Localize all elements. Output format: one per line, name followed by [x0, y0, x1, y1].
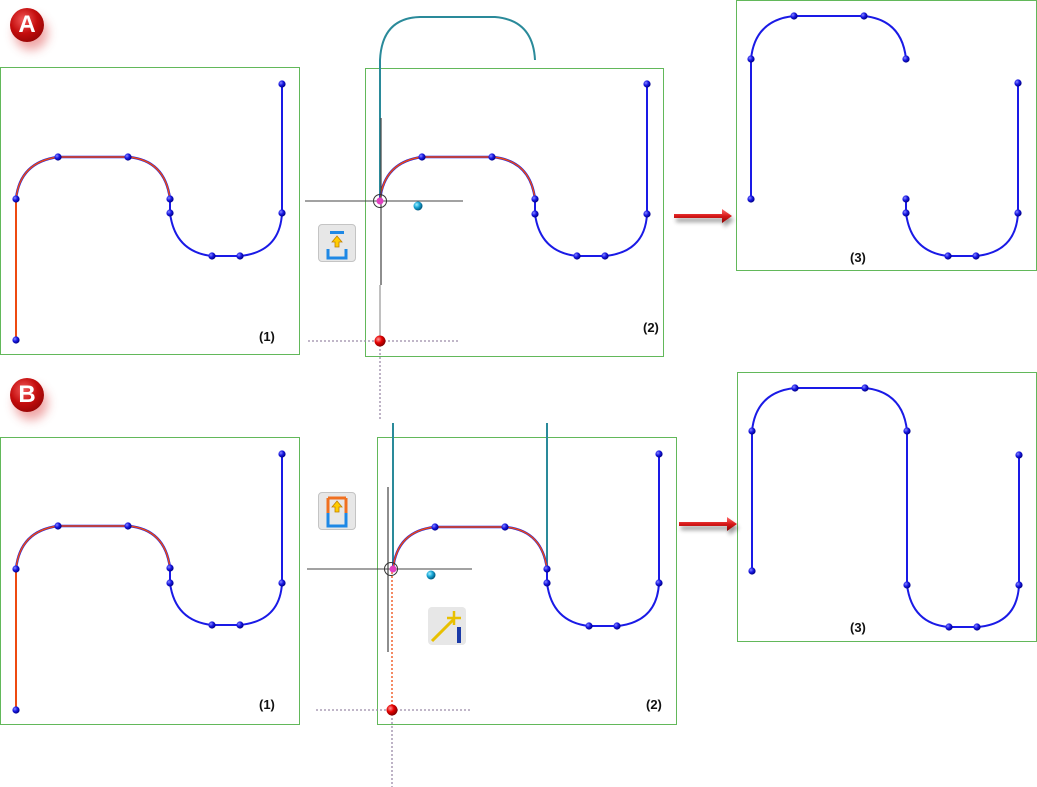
pick-point-marker — [374, 335, 386, 347]
panel-a2-points — [418, 80, 651, 260]
line-cursor-icon — [428, 607, 466, 645]
control-point — [748, 567, 756, 575]
control-point — [747, 55, 755, 63]
control-point — [945, 623, 953, 631]
control-point — [12, 706, 20, 714]
panel-a1-curve — [14, 84, 283, 340]
panel-b1 — [0, 437, 300, 725]
panel-b1-points — [12, 450, 286, 714]
control-point — [1015, 451, 1023, 459]
panel-a1-points — [12, 80, 286, 344]
panel-b2-preview — [392, 423, 548, 569]
control-point — [973, 623, 981, 631]
section-b-badge: B — [10, 378, 44, 412]
control-point — [613, 622, 621, 630]
control-point — [860, 12, 868, 20]
control-point — [531, 210, 539, 218]
panel-a3-label: (3) — [850, 250, 866, 265]
panel-b2-curve — [391, 454, 660, 627]
panel-a2-curve — [378, 84, 648, 257]
control-point — [166, 195, 174, 203]
control-point — [903, 427, 911, 435]
panel-a1-label: (1) — [259, 329, 275, 344]
control-point — [166, 209, 174, 217]
control-point — [236, 252, 244, 260]
control-point — [124, 522, 132, 530]
panel-a2-crosshair — [305, 118, 463, 420]
control-point — [501, 523, 509, 531]
trim-to-point-icon[interactable] — [318, 224, 356, 262]
control-point — [655, 450, 663, 458]
trim-extend-icon[interactable] — [318, 492, 356, 530]
control-point — [747, 195, 755, 203]
result-arrow-b — [679, 517, 737, 531]
control-point — [585, 622, 593, 630]
control-point — [278, 80, 286, 88]
control-point — [208, 252, 216, 260]
control-point — [903, 581, 911, 589]
control-point — [643, 210, 651, 218]
control-point — [1014, 79, 1022, 87]
panel-b2-crosshair — [307, 487, 472, 787]
control-point — [12, 565, 20, 573]
panel-a3-curve — [750, 15, 1019, 257]
control-point — [655, 579, 663, 587]
panel-b2-label: (2) — [646, 697, 662, 712]
panel-b3-curve — [751, 387, 1020, 628]
panel-b3-points — [748, 384, 1023, 631]
panel-b2 — [377, 437, 677, 725]
control-point — [208, 621, 216, 629]
control-point — [166, 564, 174, 572]
control-point — [166, 579, 174, 587]
control-point — [1014, 209, 1022, 217]
panel-a2-preview — [379, 16, 536, 200]
panel-a3-points — [747, 12, 1022, 260]
panel-a1 — [0, 67, 300, 355]
control-point — [543, 579, 551, 587]
control-point — [791, 384, 799, 392]
control-point — [236, 621, 244, 629]
control-point — [431, 523, 439, 531]
control-point — [54, 522, 62, 530]
control-point — [861, 384, 869, 392]
control-point — [531, 195, 539, 203]
control-point — [12, 195, 20, 203]
control-point — [902, 195, 910, 203]
control-point — [543, 565, 551, 573]
control-point — [748, 427, 756, 435]
control-point — [278, 579, 286, 587]
result-arrow-a — [674, 209, 732, 223]
control-point — [643, 80, 651, 88]
control-point — [418, 153, 426, 161]
control-point — [902, 209, 910, 217]
control-point — [902, 55, 910, 63]
control-point — [601, 252, 609, 260]
section-a-badge: A — [10, 8, 44, 42]
control-point — [790, 12, 798, 20]
control-point — [12, 336, 20, 344]
pick-point-marker — [386, 704, 398, 716]
control-point — [488, 153, 496, 161]
control-point — [944, 252, 952, 260]
panel-a2 — [365, 68, 664, 357]
control-point — [54, 153, 62, 161]
control-point — [972, 252, 980, 260]
control-point — [278, 209, 286, 217]
control-point — [1015, 581, 1023, 589]
control-point — [278, 450, 286, 458]
panel-b1-label: (1) — [259, 697, 275, 712]
snap-point-marker — [426, 570, 436, 580]
panel-b2-points — [431, 450, 663, 630]
panel-b3-label: (3) — [850, 620, 866, 635]
panel-a2-label: (2) — [643, 320, 659, 335]
snap-point-marker — [413, 201, 423, 211]
control-point — [124, 153, 132, 161]
panel-b1-curve — [14, 454, 283, 710]
control-point — [573, 252, 581, 260]
